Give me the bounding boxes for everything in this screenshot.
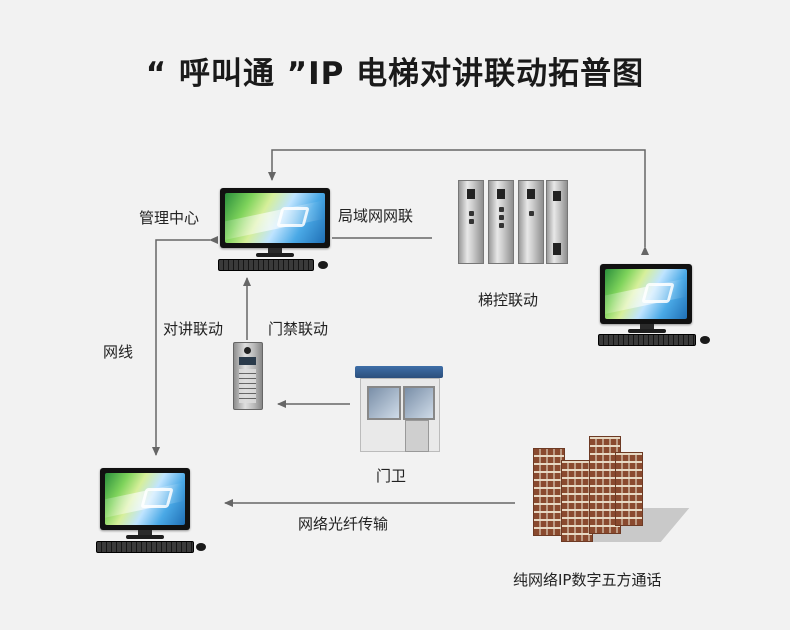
pure-ip-label: 纯网络IP数字五方通话 [513,571,662,589]
main-computer-icon [218,188,330,272]
guard-label: 门卫 [376,467,407,485]
elevator-computer-icon [598,264,710,346]
building-icon [525,430,690,545]
lan-link-label: 局域网网联 [338,207,414,225]
access-link-label: 门禁联动 [268,320,329,338]
client-computer-icon [96,468,210,553]
elevator-panel-icon [458,180,568,264]
intercom-link-label: 对讲联动 [163,320,224,338]
page-title: “ 呼叫通 ”IP 电梯对讲联动拓普图 [145,56,645,92]
network-cable-label: 网线 [103,343,134,361]
door-intercom-icon [233,342,263,410]
elevator-link-label: 梯控联动 [478,291,539,309]
network-cable-line [152,236,218,456]
fiber-label: 网络光纤传输 [298,515,389,533]
top-loop-line [268,149,649,255]
guard-booth-icon [355,366,443,452]
management-center-label: 管理中心 [139,209,200,227]
